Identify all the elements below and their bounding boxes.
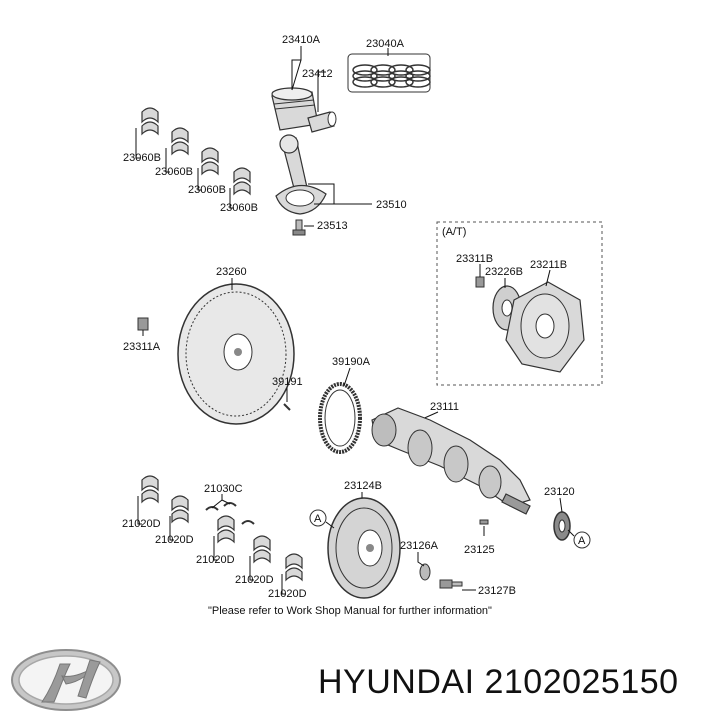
label-ref-a-right: A	[578, 535, 586, 547]
label-reluctor-ring: 39190A	[332, 356, 371, 368]
label-piston-assembly: 23410A	[282, 34, 321, 46]
pulley-bolt-illustration	[439, 579, 463, 589]
flywheel-bolt-illustration	[137, 317, 149, 331]
key-illustration	[479, 519, 489, 525]
label-conrod-bearing-3: 23060B	[188, 184, 226, 196]
reluctor-ring-illustration	[318, 382, 362, 454]
label-main-bearing-5: 21020D	[268, 588, 307, 600]
label-conrod-bearing-2: 23060B	[155, 166, 193, 178]
piston-pin-illustration	[307, 111, 337, 133]
hyundai-logo-icon	[11, 649, 121, 711]
label-conrod-bolt: 23513	[317, 220, 348, 232]
at-bolt-illustration	[475, 276, 485, 288]
label-piston-ring-set: 23040A	[366, 38, 405, 50]
flywheel-illustration	[177, 283, 295, 425]
damper-washer-illustration	[419, 563, 431, 581]
label-main-bearing-2: 21020D	[155, 534, 194, 546]
label-ring-screw: 39191	[272, 376, 303, 388]
leader-lines-bearings	[137, 494, 286, 595]
label-pulley-bolt: 23127B	[478, 585, 516, 597]
drive-plate-illustration	[505, 281, 585, 373]
at-section-box	[436, 221, 603, 386]
label-connecting-rod: 23510	[376, 199, 407, 211]
main-bearing-shells	[141, 475, 303, 582]
label-main-bearing-4: 21020D	[235, 574, 274, 586]
leader-lines-crank	[483, 497, 563, 536]
label-drive-plate: 23211B	[530, 259, 567, 271]
label-damper-pulley: 23124B	[344, 480, 382, 492]
label-at-section: (A/T)	[442, 226, 466, 238]
ref-a-left-circle	[309, 509, 327, 527]
crankshaft-illustration	[371, 407, 531, 515]
label-piston-pin: 23412	[302, 68, 333, 80]
label-main-bearing-set: 21030C	[204, 483, 243, 495]
connecting-rod-illustration	[275, 134, 327, 215]
conrod-bearing-shells	[141, 107, 251, 196]
piston-rings-illustration	[347, 53, 431, 93]
label-conrod-bearing-1: 23060B	[123, 152, 161, 164]
label-flywheel: 23260	[216, 266, 247, 278]
ring-screw-illustration	[283, 403, 291, 411]
label-key: 23125	[464, 544, 495, 556]
damper-pulley-illustration	[327, 497, 401, 599]
piston-illustration	[271, 87, 319, 131]
leader-lines-pulley	[325, 492, 575, 591]
leader-lines-at	[479, 264, 551, 288]
label-flywheel-bolt: 23311A	[123, 341, 161, 353]
label-conrod-bearing-4: 23060B	[220, 202, 258, 214]
label-main-bearing-3: 21020D	[196, 554, 235, 566]
conrod-bolt-illustration	[292, 219, 306, 236]
label-crankshaft: 23111	[430, 401, 459, 413]
label-damper-washer: 23126A	[400, 540, 439, 552]
ref-a-right-circle	[573, 531, 591, 549]
workshop-note: "Please refer to Work Shop Manual for fu…	[208, 605, 492, 617]
leader-lines-top	[135, 46, 389, 227]
brand-part-number: HYUNDAI 2102025150	[318, 663, 679, 701]
label-at-bolt: 23311B	[456, 253, 493, 265]
label-ref-a-left: A	[314, 513, 322, 525]
label-main-bearing-1: 21020D	[122, 518, 161, 530]
label-sprocket: 23120	[544, 486, 575, 498]
label-at-plate: 23226B	[485, 266, 523, 278]
sprocket-illustration	[553, 511, 571, 541]
